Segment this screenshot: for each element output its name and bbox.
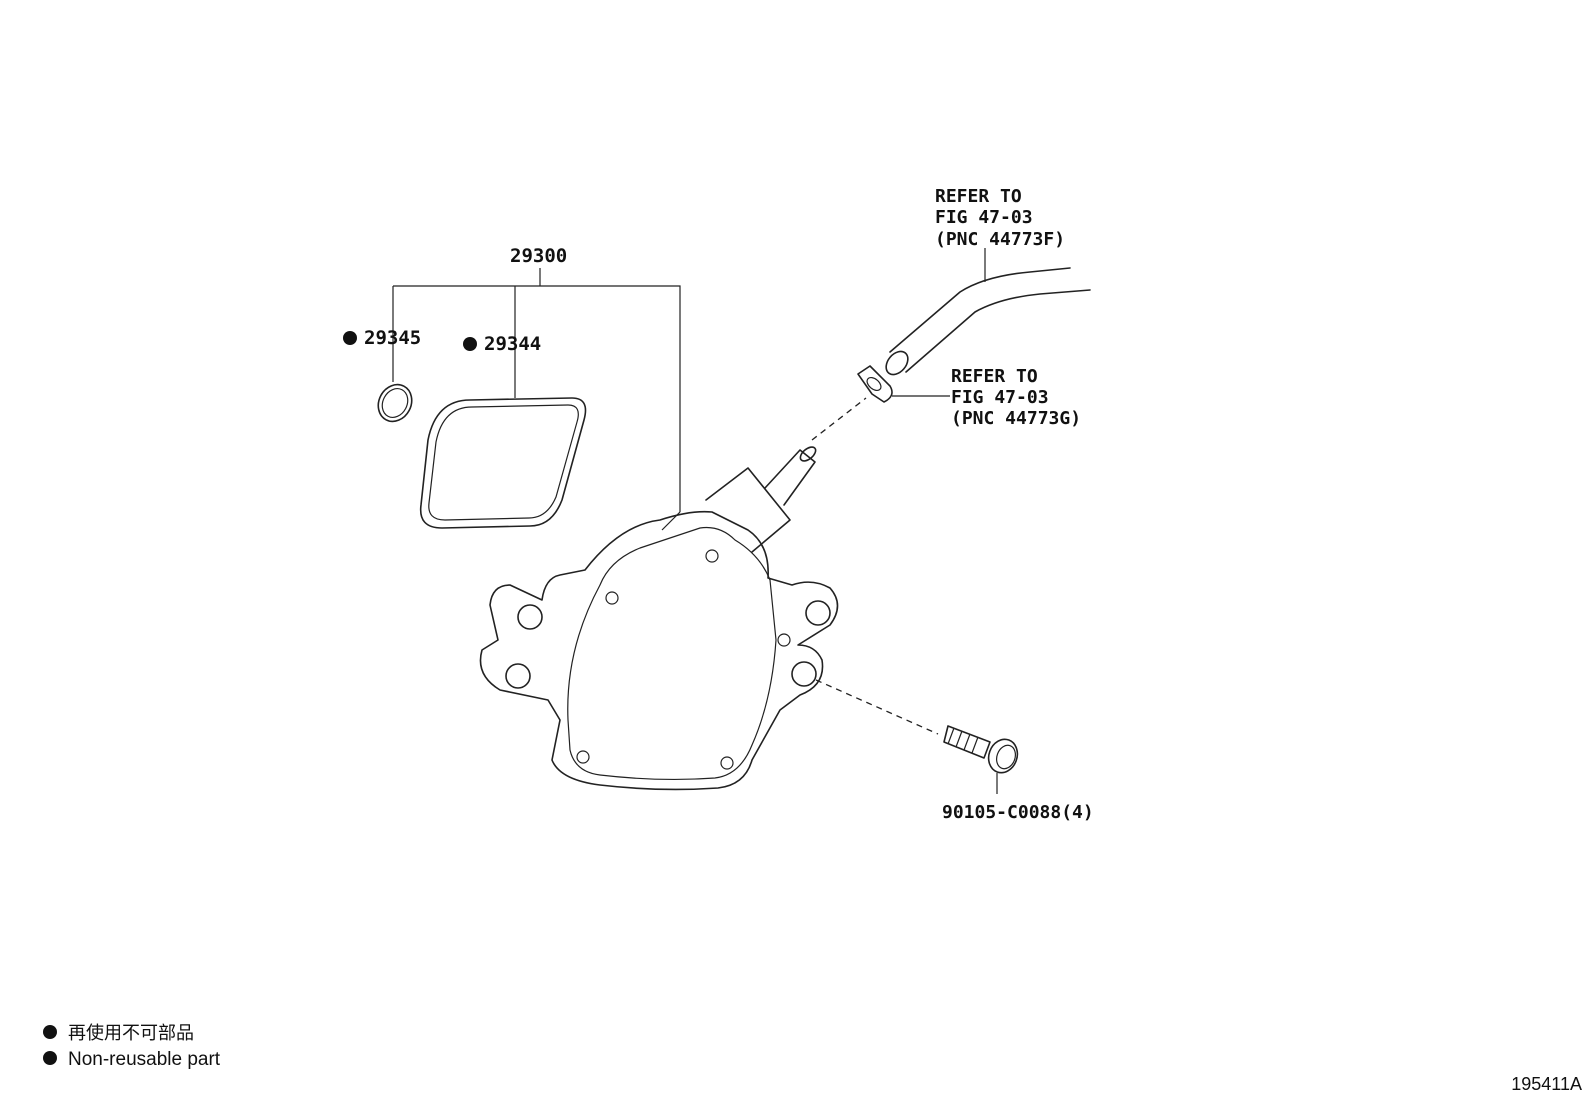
cover-screw bbox=[720, 756, 734, 770]
mount-hole-right-upper bbox=[805, 600, 831, 626]
clip-refer-line3[interactable]: (PNC 44773G) bbox=[951, 408, 1081, 429]
hose-end bbox=[885, 350, 909, 376]
assembly-part-number[interactable]: 29300 bbox=[510, 245, 567, 267]
legend: 再使用不可部品 Non-reusable part bbox=[43, 1023, 221, 1070]
mount-hole-left-upper bbox=[517, 604, 543, 630]
mount-hole-right-lower bbox=[791, 661, 817, 687]
assembly-bracket: 29300 bbox=[392, 245, 681, 531]
legend-dot-en bbox=[43, 1051, 57, 1065]
hose-bottom-edge bbox=[905, 289, 1091, 373]
clip-install-path bbox=[811, 397, 867, 441]
bracket-top-line bbox=[393, 285, 681, 512]
bolt-head-face bbox=[995, 744, 1017, 770]
bolt-head bbox=[987, 738, 1019, 774]
non-reusable-dot bbox=[463, 337, 477, 351]
bolt-part-number[interactable]: 90105-C0088(4) bbox=[942, 802, 1094, 823]
gasket-part-number[interactable]: 29344 bbox=[484, 333, 541, 355]
cover-screw bbox=[777, 633, 791, 647]
non-reusable-dot bbox=[343, 331, 357, 345]
hose-reference[interactable]: REFER TO FIG 47-03 (PNC 44773F) bbox=[882, 186, 1091, 379]
legend-text-jp: 再使用不可部品 bbox=[68, 1023, 194, 1043]
cover-screw bbox=[605, 591, 619, 605]
clip-ring bbox=[866, 376, 882, 392]
pump-cover bbox=[567, 526, 777, 781]
pump-nozzle bbox=[764, 449, 816, 506]
vacuum-pump[interactable] bbox=[479, 444, 839, 791]
clip-refer-line2: FIG 47-03 bbox=[951, 387, 1049, 408]
pump-housing bbox=[479, 510, 839, 791]
legend-text-en: Non-reusable part bbox=[68, 1049, 221, 1070]
cover-screw bbox=[705, 549, 719, 563]
bolt-install-path bbox=[815, 679, 939, 735]
o-ring-part[interactable]: 29345 bbox=[343, 327, 421, 427]
bolt-part[interactable]: 90105-C0088(4) bbox=[815, 679, 1094, 823]
gasket-part[interactable]: 29344 bbox=[419, 333, 587, 529]
pump-neck bbox=[705, 467, 791, 553]
o-ring-outer bbox=[377, 383, 413, 423]
mount-hole-left-lower bbox=[505, 663, 531, 689]
hose-refer-line3[interactable]: (PNC 44773F) bbox=[935, 229, 1065, 250]
gasket-outer bbox=[419, 397, 587, 529]
nozzle-tip bbox=[799, 446, 817, 462]
hose-top-edge bbox=[889, 267, 1071, 353]
bolt-shank bbox=[943, 725, 991, 759]
gasket-inner bbox=[428, 404, 579, 521]
clip-reference[interactable]: REFER TO FIG 47-03 (PNC 44773G) bbox=[857, 365, 1081, 429]
bolt-thread bbox=[947, 727, 979, 754]
hose-refer-line1: REFER TO bbox=[935, 186, 1022, 207]
hose-refer-line2: FIG 47-03 bbox=[935, 207, 1033, 228]
clip-refer-line1: REFER TO bbox=[951, 366, 1038, 387]
o-ring-part-number[interactable]: 29345 bbox=[364, 327, 421, 349]
cover-screw bbox=[576, 750, 590, 764]
illustration-id: 195411A bbox=[1511, 1074, 1582, 1094]
clip-body bbox=[857, 365, 893, 403]
legend-dot-jp bbox=[43, 1025, 57, 1039]
o-ring-inner bbox=[381, 388, 409, 418]
